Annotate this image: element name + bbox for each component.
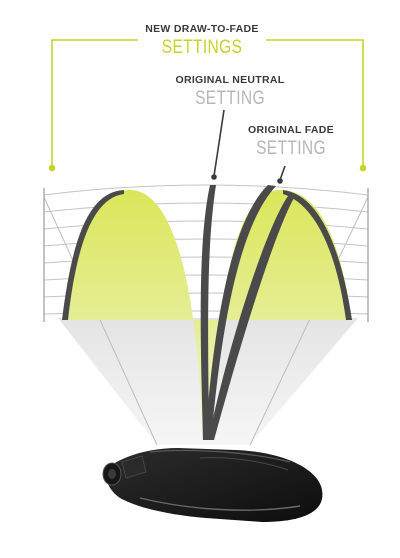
grid-posts [43, 188, 369, 322]
stripe-edge-right [283, 190, 352, 320]
settings-bracket [48, 39, 367, 172]
original-fade-label-line1: ORIGINAL FADE [248, 124, 334, 136]
new-settings-label: NEW DRAW-TO-FADE SETTINGS [140, 24, 264, 57]
stripe-edge-left [62, 190, 124, 320]
original-fade-label-line2: SETTING [256, 137, 326, 159]
label-pointers [211, 109, 286, 184]
original-fade-label: ORIGINAL FADE SETTING [236, 125, 346, 158]
original-neutral-label-line2: SETTING [195, 87, 265, 109]
new-settings-label-line1: NEW DRAW-TO-FADE [145, 23, 259, 35]
trajectory-stripes [62, 185, 352, 440]
stripe-fade-2 [208, 196, 294, 440]
stripe-fade-1 [205, 185, 276, 440]
original-neutral-label-line1: ORIGINAL NEUTRAL [175, 74, 285, 86]
club-head [102, 448, 323, 522]
trajectory-arch [62, 190, 352, 440]
stripe-neutral [200, 185, 216, 440]
fan-edges [43, 196, 369, 446]
new-settings-label-line2: SETTINGS [161, 36, 243, 58]
original-neutral-label: ORIGINAL NEUTRAL SETTING [168, 75, 292, 108]
